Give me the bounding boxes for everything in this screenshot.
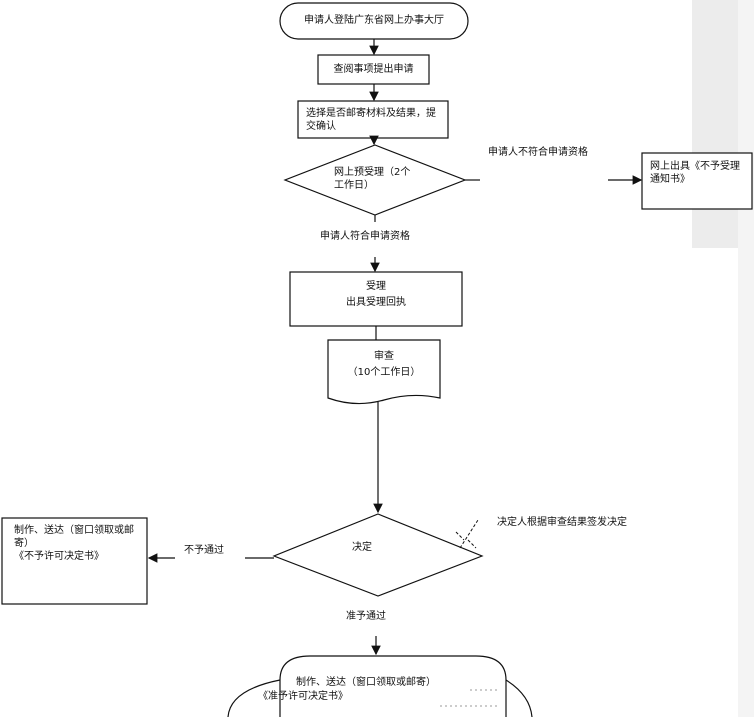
reject-output-label: 制作、送达（窗口领取或邮寄） 《不予许可决定书》 (14, 525, 134, 562)
approve-output-line2: 《准予许可决定书》 (258, 691, 348, 702)
review-title: 审查 (374, 351, 394, 362)
approve-output-line1: 制作、送达（窗口领取或邮寄） (296, 677, 436, 688)
select-item-box (317, 54, 430, 85)
decision-note: 决定人根据审查结果签发决定 (497, 517, 627, 528)
decision-diamond (272, 513, 484, 597)
select-item-label: 查阅事项提出申请 (333, 64, 414, 75)
submit-box (297, 100, 449, 139)
accept-box (289, 271, 463, 327)
accept-title: 受理 (366, 281, 386, 292)
start-label: 申请人登陆广东省网上办事大厅 (304, 15, 444, 26)
submit-label: 选择是否邮寄材料及结果，提交确认 (306, 108, 436, 132)
not-accepted-label: 网上出具《不予受理通知书》 (650, 161, 740, 185)
approved-label: 准予通过 (346, 611, 386, 622)
approve-output-terminal (279, 655, 507, 717)
rejected-label: 不予通过 (184, 545, 224, 556)
review-document-shape (327, 339, 441, 405)
accept-receipt: 出具受理回执 (346, 297, 406, 308)
not-qualified-label: 申请人不符合申请资格 (488, 147, 588, 158)
review-days: （10个工作日） (347, 367, 421, 378)
not-accepted-box (641, 152, 753, 210)
decision-label: 决定 (352, 542, 372, 553)
decision-note-leader (455, 519, 479, 549)
qualified-label: 申请人符合申请资格 (320, 231, 410, 242)
reject-output-box (1, 517, 148, 605)
pre-review-label: 网上预受理（2个工作日） (334, 167, 411, 191)
